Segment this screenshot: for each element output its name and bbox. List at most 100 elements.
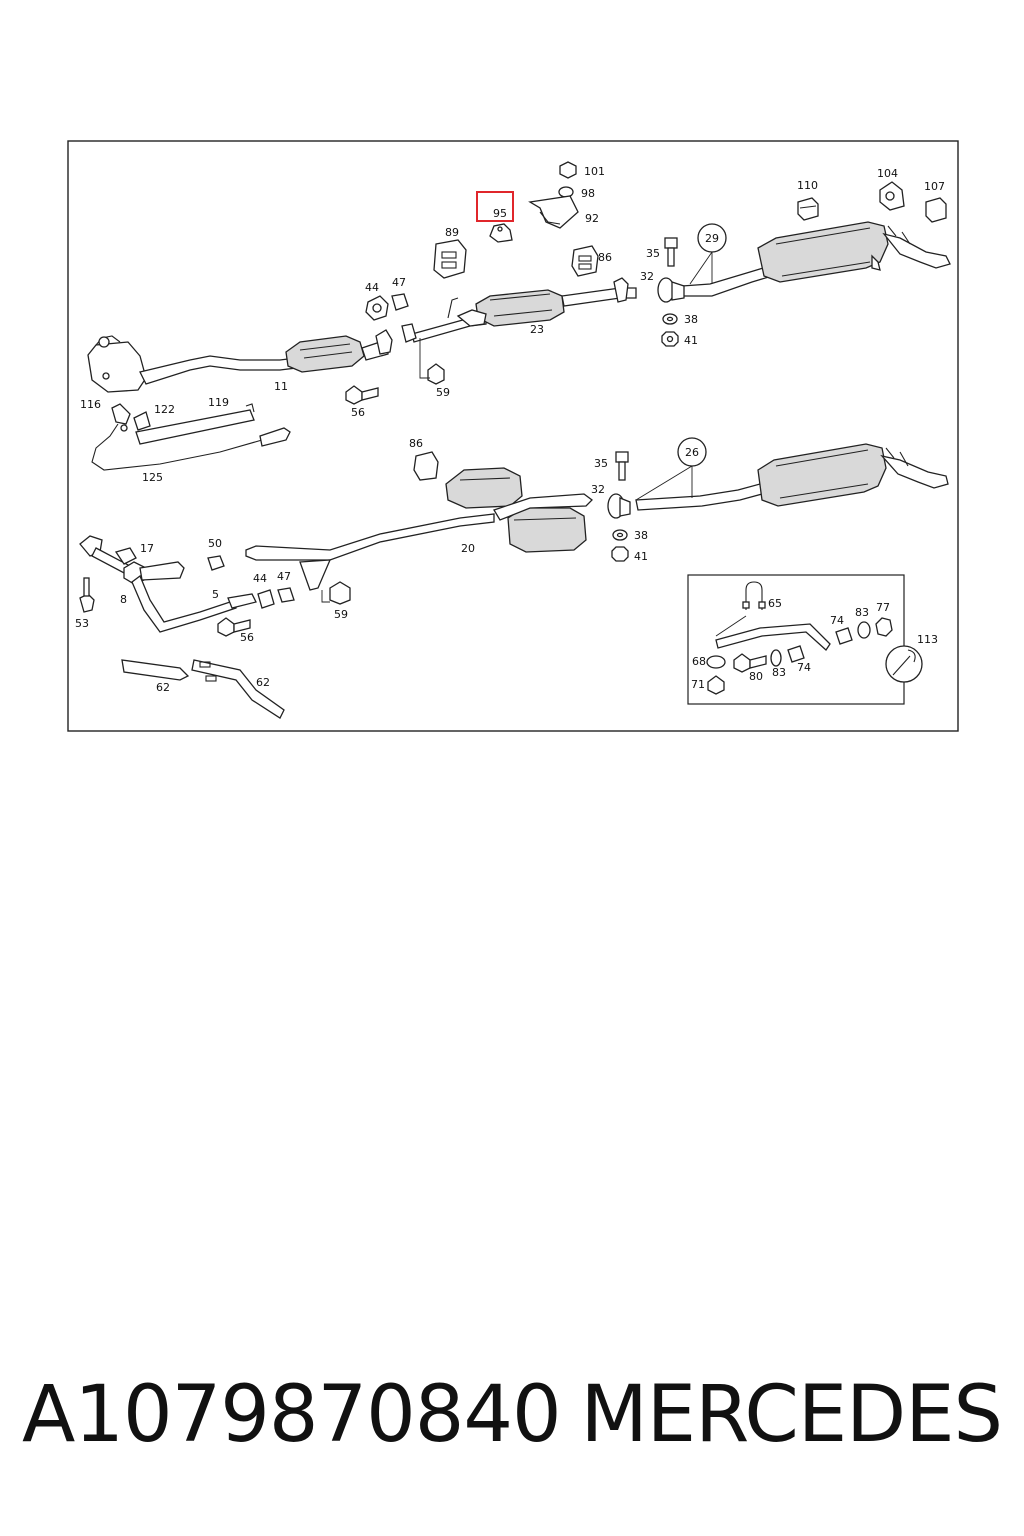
label-44-upper: 44 — [365, 281, 379, 294]
label-62-left: 62 — [156, 681, 170, 694]
nut-71 — [707, 675, 725, 695]
rubber-mount-110 — [797, 197, 819, 221]
label-125: 125 — [142, 471, 163, 484]
label-122: 122 — [154, 403, 175, 416]
label-53: 53 — [75, 617, 89, 630]
bushing-74-top — [835, 627, 853, 645]
label-110: 110 — [797, 179, 818, 192]
label-56-upper: 56 — [351, 406, 365, 419]
bolt-35-lower — [615, 451, 629, 481]
label-92: 92 — [585, 212, 599, 225]
label-8: 8 — [120, 593, 127, 606]
label-86-lower: 86 — [409, 437, 423, 450]
label-59-lower: 59 — [334, 608, 348, 621]
label-74-top: 74 — [830, 614, 844, 627]
label-98: 98 — [581, 187, 595, 200]
u-bolt-65 — [742, 581, 766, 610]
bolt-56-upper — [345, 385, 379, 405]
washer-83-bottom — [770, 649, 782, 667]
highlight-label: 95 — [493, 207, 507, 220]
diagram-frame — [67, 140, 959, 732]
bracket-62-right — [191, 659, 285, 719]
label-41-upper: 41 — [684, 334, 698, 347]
clamp-upper — [657, 277, 685, 303]
bolt-80 — [733, 653, 767, 673]
callout-29: 29 — [697, 223, 727, 253]
clamp-44-lower — [257, 589, 275, 609]
inset-frame — [687, 574, 905, 705]
front-pipe-lower — [79, 535, 257, 633]
part-number: A1079870840 — [22, 1370, 562, 1460]
callout-26: 26 — [677, 437, 707, 467]
washer-38-upper — [662, 313, 678, 325]
clamp-44-upper — [365, 295, 389, 321]
clamp-pipe-upper — [375, 323, 417, 355]
front-pipe-upper — [87, 335, 297, 393]
bracket-62-left — [121, 659, 190, 681]
ring-17 — [114, 547, 137, 565]
nut-41-upper — [661, 331, 679, 347]
rubber-mount-86-lower — [413, 451, 439, 481]
label-35-lower: 35 — [594, 457, 608, 470]
rubber-buffer-95 — [489, 223, 513, 243]
rubber-mount-107 — [925, 197, 947, 223]
label-80: 80 — [749, 670, 763, 683]
label-107: 107 — [924, 180, 945, 193]
label-59-upper: 59 — [436, 386, 450, 399]
clamp-lower — [607, 493, 631, 519]
washer-68 — [706, 655, 726, 669]
callout-26-label: 26 — [685, 446, 699, 459]
label-38-upper: 38 — [684, 313, 698, 326]
bushing-74-bottom — [787, 645, 805, 663]
washer-38-lower — [612, 529, 628, 541]
nut-77 — [875, 617, 893, 637]
label-104: 104 — [877, 167, 898, 180]
label-116: 116 — [80, 398, 101, 411]
ring-50 — [207, 555, 225, 571]
label-101: 101 — [584, 165, 605, 178]
label-83-bottom: 83 — [772, 666, 786, 679]
label-83-top: 83 — [855, 606, 869, 619]
label-11: 11 — [274, 380, 288, 393]
label-44-lower: 44 — [253, 572, 267, 585]
nut-41-lower — [611, 546, 629, 562]
label-68: 68 — [692, 655, 706, 668]
label-17: 17 — [140, 542, 154, 555]
rear-muffler-upper — [681, 221, 951, 297]
label-35-upper: 35 — [646, 247, 660, 260]
bracket-104 — [879, 181, 905, 211]
footer: A1079870840 MERCEDES — [0, 1370, 1024, 1480]
rear-muffler-lower — [635, 443, 949, 511]
middle-pipe-lower — [245, 467, 593, 591]
label-113: 113 — [917, 633, 938, 646]
label-71: 71 — [691, 678, 705, 691]
bolt-56-lower — [217, 617, 251, 637]
washer-83-top — [857, 621, 871, 639]
nut-59-upper — [427, 363, 445, 385]
part-labels: 101 98 92 89 86 35 32 38 41 110 104 107 … — [75, 165, 945, 694]
ring-47-upper — [391, 293, 409, 311]
label-23: 23 — [530, 323, 544, 336]
label-56-lower: 56 — [240, 631, 254, 644]
label-32-upper: 32 — [640, 270, 654, 283]
inset-bracket — [715, 623, 831, 651]
callout-29-label: 29 — [705, 232, 719, 245]
bolt-53 — [79, 577, 95, 613]
label-50: 50 — [208, 537, 222, 550]
label-20: 20 — [461, 542, 475, 555]
label-47-lower: 47 — [277, 570, 291, 583]
oxygen-sensor — [91, 403, 291, 471]
tool-113-icon — [885, 645, 923, 683]
rubber-mount-86-upper — [571, 245, 599, 277]
hanger-92 — [528, 161, 579, 229]
label-62-right: 62 — [256, 676, 270, 689]
label-86-upper: 86 — [598, 251, 612, 264]
rubber-mount-89 — [433, 239, 467, 279]
highlight-box — [476, 191, 514, 222]
nut-59-lower — [329, 581, 351, 605]
catalytic-converter — [285, 335, 389, 373]
middle-muffler-upper — [411, 277, 637, 343]
label-47-upper: 47 — [392, 276, 406, 289]
label-89: 89 — [445, 226, 459, 239]
label-32-lower: 32 — [591, 483, 605, 496]
